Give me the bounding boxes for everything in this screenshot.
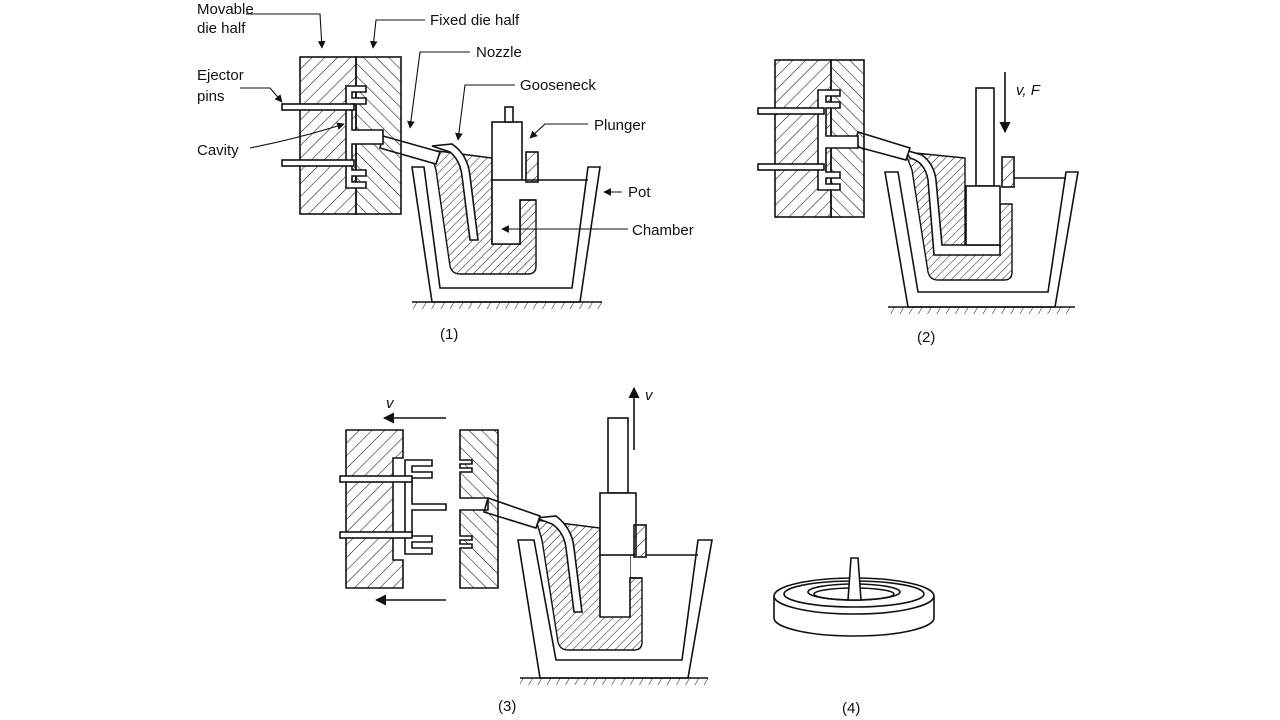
panel-2: v, F (2) (757, 59, 1079, 346)
ground-hatch (412, 302, 602, 309)
panel-4: (4) (773, 557, 935, 717)
cavity (345, 85, 384, 189)
ejector-pin (757, 163, 825, 171)
label-chamber: Chamber (632, 222, 694, 239)
fixed-die-half (459, 429, 499, 589)
caption-panel-2: (2) (917, 329, 935, 346)
plunger (491, 121, 523, 181)
label-plunger: Plunger (594, 117, 646, 134)
panel-3: v v (3) (339, 386, 713, 715)
ejector-pin (281, 103, 355, 111)
label-die-velocity: v (386, 395, 395, 412)
ejector-pin (757, 107, 825, 115)
caption-panel-1: (1) (440, 326, 458, 343)
ground-hatch (520, 678, 708, 685)
label-nozzle: Nozzle (476, 44, 522, 61)
label-cavity: Cavity (197, 142, 239, 159)
plunger (599, 492, 637, 556)
plunger-rod (607, 417, 629, 494)
label-movable-die-half-2: die half (197, 20, 246, 37)
caption-panel-3: (3) (498, 698, 516, 715)
ejector-pin (281, 159, 355, 167)
finished-casting (773, 557, 935, 637)
label-ejector-pins-2: pins (197, 88, 225, 105)
label-plunger-velocity: v (645, 387, 654, 404)
ejector-pin (339, 475, 413, 483)
label-gooseneck: Gooseneck (520, 77, 596, 94)
label-fixed-die-half: Fixed die half (430, 12, 520, 29)
plunger-rod (975, 87, 995, 187)
casting (404, 459, 447, 555)
label-pot: Pot (628, 184, 651, 201)
movable-die-half (345, 429, 404, 589)
label-velocity-force: v, F (1016, 82, 1041, 99)
plunger (965, 185, 1001, 246)
caption-panel-4: (4) (842, 700, 860, 717)
label-movable-die-half-1: Movable (197, 1, 254, 18)
ejector-pin (339, 531, 413, 539)
ground-hatch (888, 307, 1075, 314)
panel-1: Movable die half Fixed die half Nozzle G… (197, 1, 694, 343)
label-ejector-pins-1: Ejector (197, 67, 244, 84)
